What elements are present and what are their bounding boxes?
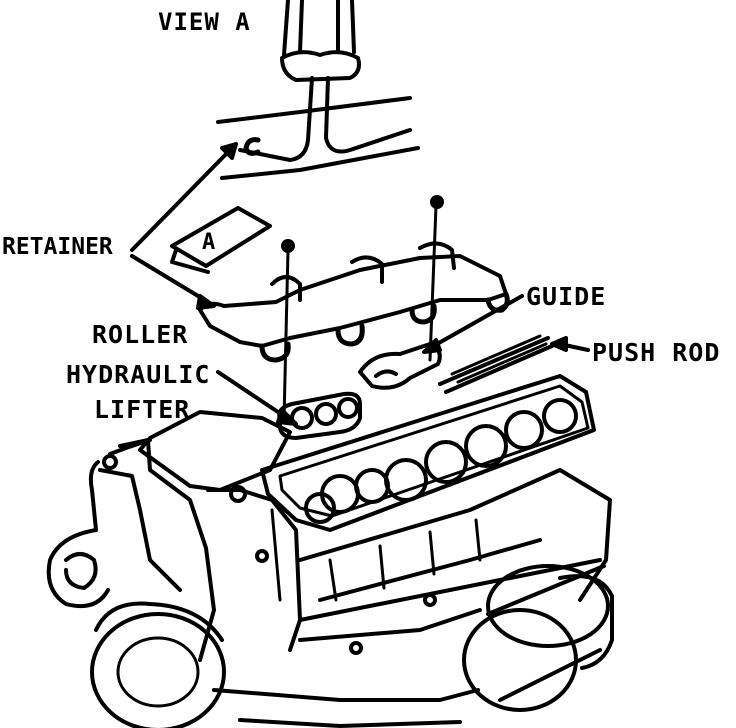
view-a-detail [216, 0, 420, 180]
view-a-label: VIEW A [158, 8, 251, 36]
retainer-bar [198, 241, 510, 363]
hydraulic-label: HYDRAULIC [66, 360, 211, 389]
retainer-label: RETAINER [2, 234, 113, 260]
view-marker [170, 206, 272, 274]
roller-label: ROLLER [92, 320, 189, 349]
guide-plate [358, 342, 442, 390]
guide-label: GUIDE [526, 282, 607, 311]
view-marker-letter: A [202, 230, 217, 255]
lifter-label: LIFTER [94, 395, 191, 424]
push-rod-label: PUSH ROD [592, 338, 721, 367]
push-rods [281, 195, 554, 422]
engine-block [46, 374, 614, 728]
